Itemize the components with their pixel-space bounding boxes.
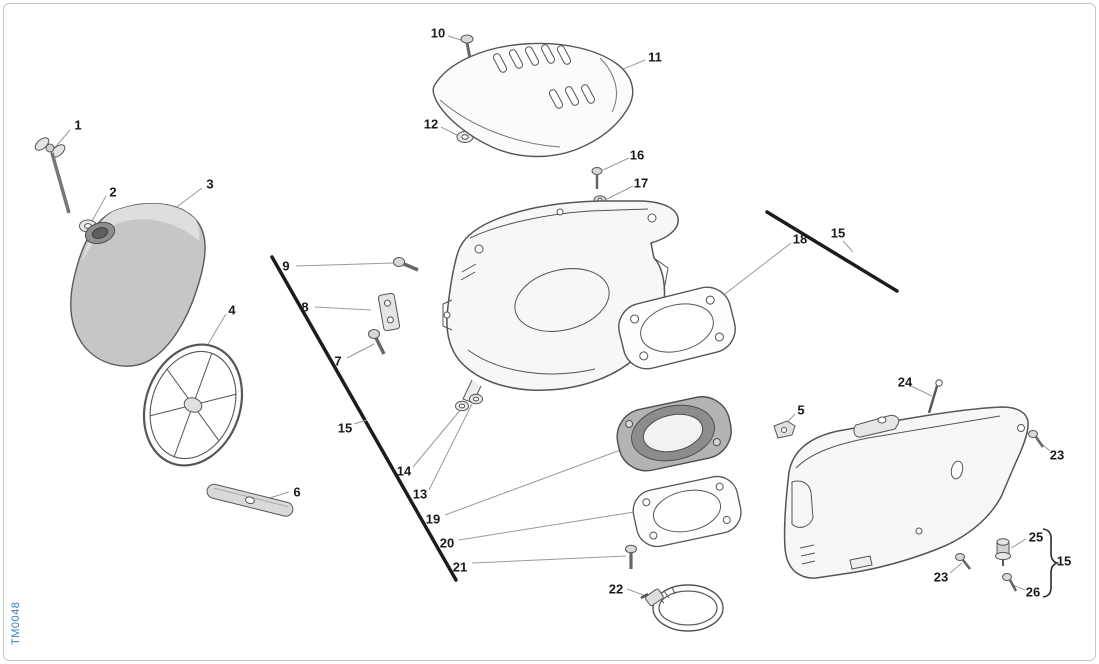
callout-6: 6 [293,484,301,500]
callout-12: 12 [423,116,439,132]
part-3-fuel-tank [70,202,206,367]
callout-11: 11 [648,49,662,65]
part-5-clip [773,420,796,439]
callout-15: 15 [337,420,353,436]
callout-15: 15 [830,225,846,241]
callout-13: 13 [412,486,428,502]
callout-19: 19 [425,511,441,527]
group-brace-15 [1042,528,1060,598]
part-24-pin [927,379,943,414]
part-6-support-bar [206,483,294,517]
callout-14: 14 [396,463,412,479]
part-25-fastener [995,538,1011,566]
callout-10: 10 [430,25,446,41]
part-16-screw [591,167,603,189]
part-9-bolt [393,257,419,272]
callout-22: 22 [608,581,624,597]
part-23-screw-lower [955,553,972,570]
part-15-trim-strips [270,210,899,582]
part-latch-bracket [853,415,900,438]
callout-21: 21 [452,559,468,575]
callout-7: 7 [334,353,342,369]
callout-8: 8 [301,299,309,315]
part-21-screw [625,544,637,569]
part-4-seat-frame [142,343,244,467]
callout-26: 26 [1025,584,1041,600]
callout-5: 5 [797,402,805,418]
callout-18: 18 [792,231,808,247]
vent-slots [492,44,596,109]
callout-2: 2 [109,184,117,200]
callout-25: 25 [1028,529,1044,545]
callout-17: 17 [633,175,649,191]
callout-23: 23 [1049,447,1065,463]
callout-3: 3 [206,176,214,192]
part-20-gasket-plate [632,475,742,548]
part-1-wing-bolt [34,137,71,214]
diagram-code: TM0048 [10,601,22,645]
part-11-top-cover [432,42,634,158]
part-10-screw [460,34,474,59]
callout-4: 4 [228,302,236,318]
part-19-adapter-ring [616,396,732,472]
callout-9: 9 [282,258,290,274]
part-13-washer [469,393,483,405]
part-26-screw [1002,573,1018,592]
callout-1: 1 [74,117,82,133]
part-lower-housing [783,406,1029,579]
callout-16: 16 [629,147,645,163]
callout-20: 20 [439,535,455,551]
callout-23: 23 [933,569,949,585]
part-8-bracket [377,292,401,332]
part-22-hose-clamp [640,584,724,632]
part-14-washer [455,400,469,412]
part-23-screw-upper [1028,430,1045,448]
part-7-bolt [368,329,386,355]
callout-15: 15 [1056,553,1072,569]
part-18-flange-plate [618,286,736,370]
callout-24: 24 [897,374,913,390]
